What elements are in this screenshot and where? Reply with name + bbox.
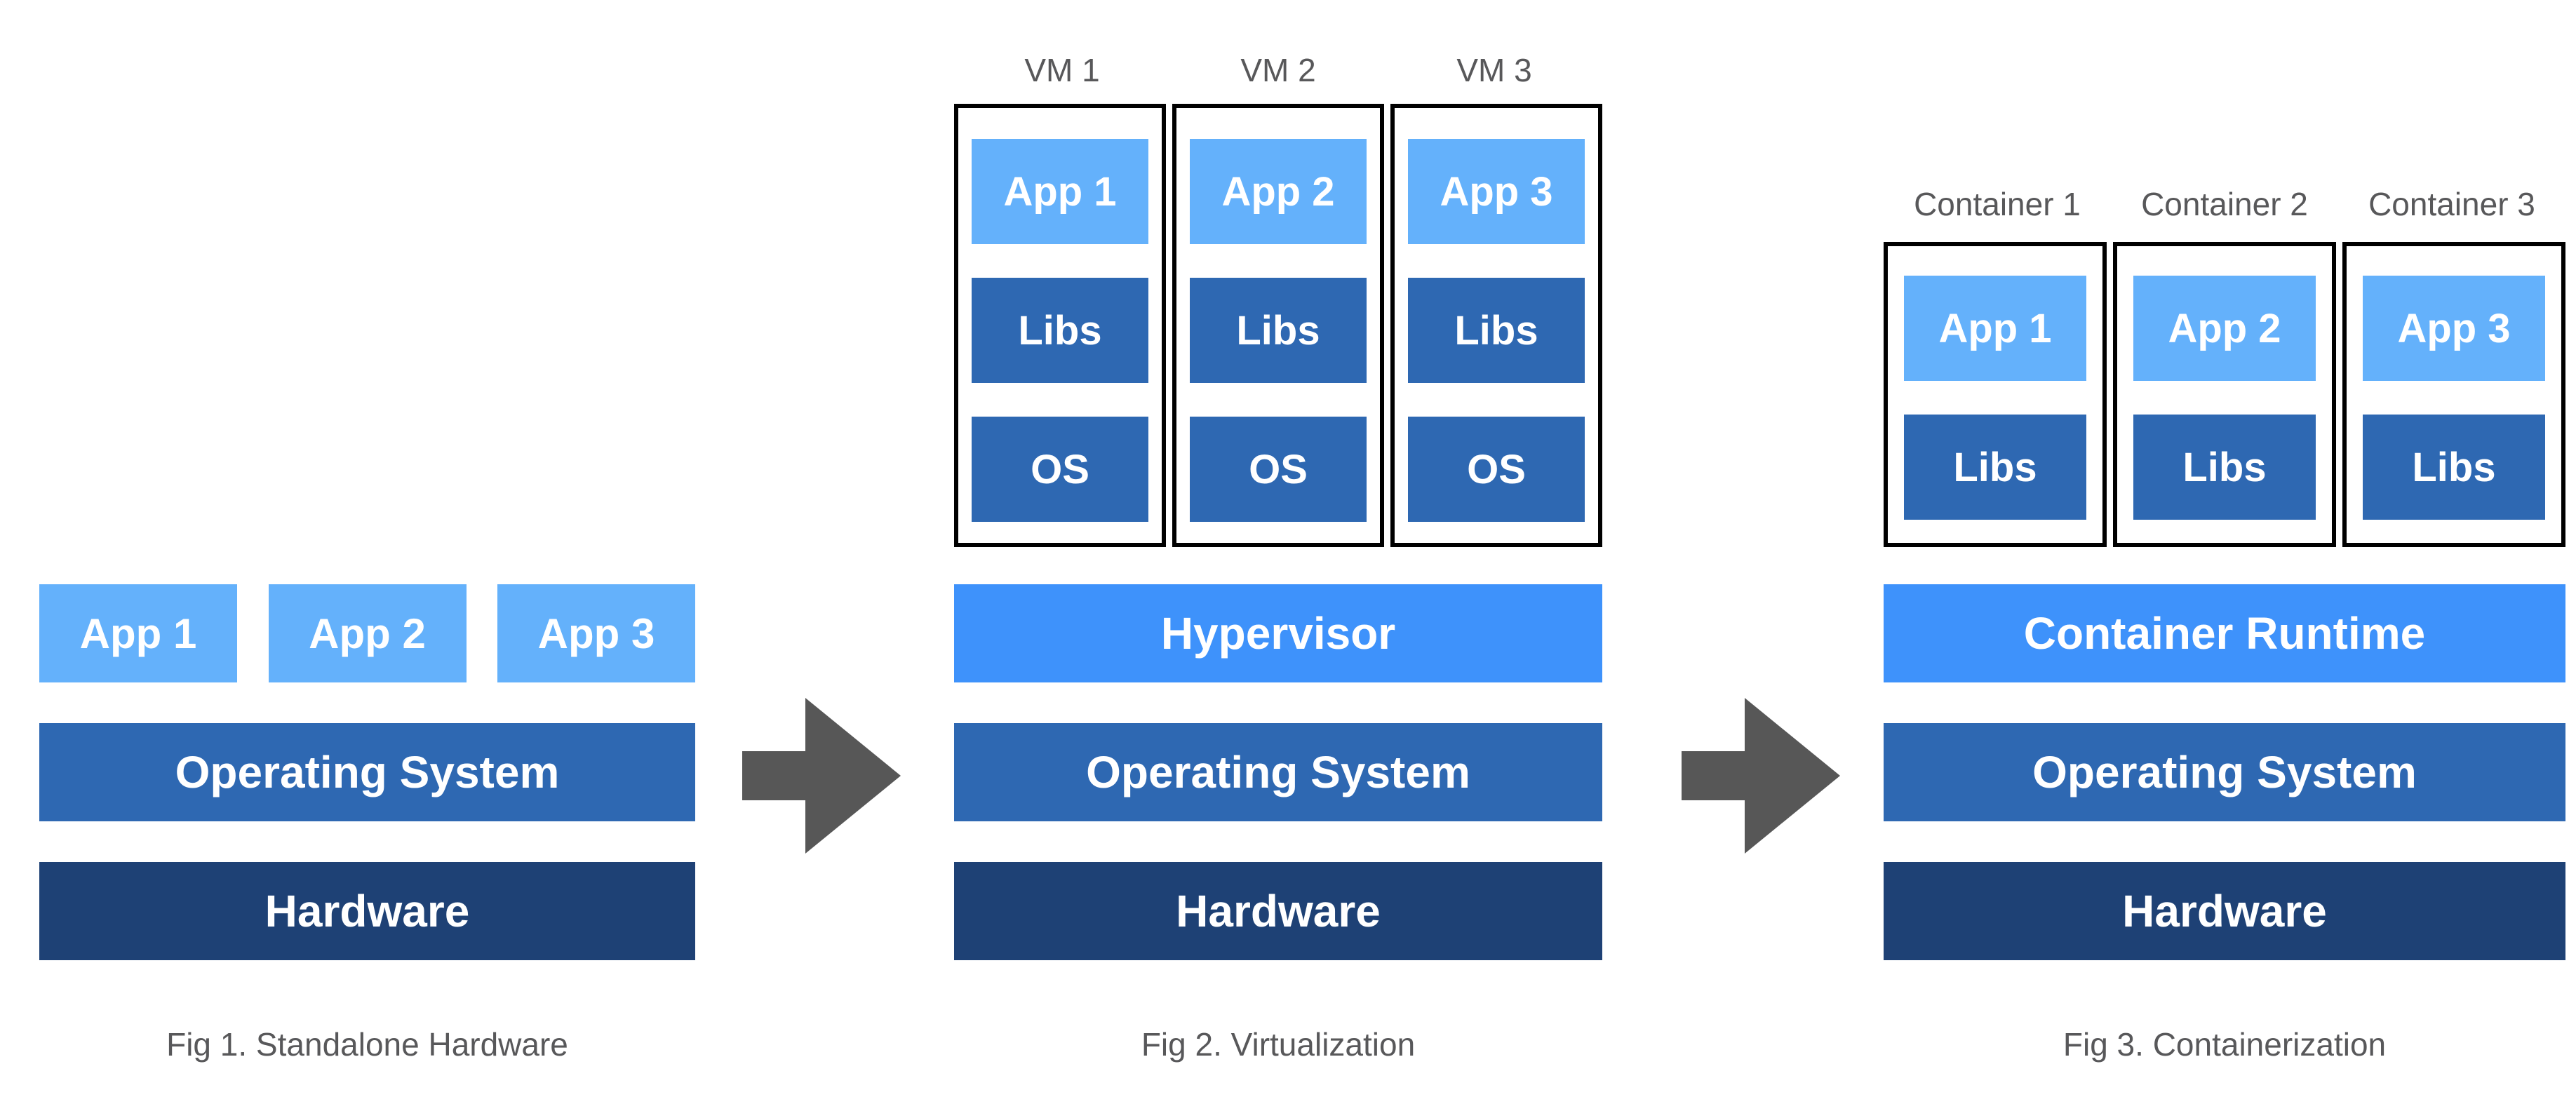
vm2-label: VM 2 bbox=[1240, 52, 1316, 88]
fig3-operating-system-layer: Operating System bbox=[1884, 723, 2565, 821]
container3-app-box: App 3 bbox=[2363, 276, 2545, 381]
vm1-libs-box: Libs bbox=[972, 278, 1148, 383]
vm1-os-box: OS bbox=[972, 417, 1148, 522]
fig1-caption: Fig 1. Standalone Hardware bbox=[166, 1026, 568, 1063]
right-arrow-icon bbox=[742, 751, 805, 800]
fig1-app1-box: App 1 bbox=[39, 584, 237, 682]
fig1-apps-row: App 1 App 2 App 3 bbox=[39, 584, 695, 682]
container1-app-box: App 1 bbox=[1904, 276, 2086, 381]
fig3-container-runtime-layer: Container Runtime bbox=[1884, 584, 2565, 682]
right-arrow-icon bbox=[1682, 751, 1745, 800]
vm2-os-box: OS bbox=[1190, 417, 1367, 522]
vm3-libs-box: Libs bbox=[1408, 278, 1585, 383]
vm1-app-box: App 1 bbox=[972, 139, 1148, 244]
fig3-container-labels-row: Container 1 Container 2 Container 3 bbox=[1884, 184, 2565, 224]
fig1-app3-box: App 3 bbox=[497, 584, 695, 682]
container2-app-box: App 2 bbox=[2133, 276, 2316, 381]
vm2-libs-box: Libs bbox=[1190, 278, 1367, 383]
fig1-hardware-layer: Hardware bbox=[39, 862, 695, 960]
fig2-hardware-layer: Hardware bbox=[954, 862, 1602, 960]
container3-libs-box: Libs bbox=[2363, 415, 2545, 520]
fig2-hypervisor-layer: Hypervisor bbox=[954, 584, 1602, 682]
vm1-label: VM 1 bbox=[1024, 52, 1100, 88]
fig3-caption: Fig 3. Containerization bbox=[2062, 1026, 2387, 1063]
container2-label: Container 2 bbox=[2141, 186, 2308, 222]
fig1-operating-system-layer: Operating System bbox=[39, 723, 695, 821]
fig2-operating-system-layer: Operating System bbox=[954, 723, 1602, 821]
fig2-vm-labels-row: VM 1 VM 2 VM 3 bbox=[954, 49, 1602, 91]
vm2-box: App 2 Libs OS bbox=[1172, 104, 1384, 547]
right-arrow-head-icon bbox=[805, 698, 901, 854]
fig1-app2-box: App 2 bbox=[268, 584, 467, 682]
container3-label: Container 3 bbox=[2368, 186, 2535, 222]
vm1-box: App 1 Libs OS bbox=[954, 104, 1166, 547]
vm3-os-box: OS bbox=[1408, 417, 1585, 522]
container2-libs-box: Libs bbox=[2133, 415, 2316, 520]
container2-box: App 2 Libs bbox=[2113, 242, 2336, 547]
right-arrow-head-icon bbox=[1745, 698, 1840, 854]
fig2-vm-row: App 1 Libs OS App 2 Libs OS App 3 Libs O… bbox=[954, 104, 1602, 547]
container1-box: App 1 Libs bbox=[1884, 242, 2107, 547]
container3-box: App 3 Libs bbox=[2342, 242, 2565, 547]
fig3-hardware-layer: Hardware bbox=[1884, 862, 2565, 960]
vm3-box: App 3 Libs OS bbox=[1390, 104, 1602, 547]
vm3-app-box: App 3 bbox=[1408, 139, 1585, 244]
fig2-caption: Fig 2. Virtualization bbox=[1141, 1026, 1416, 1063]
vm3-label: VM 3 bbox=[1456, 52, 1532, 88]
vm2-app-box: App 2 bbox=[1190, 139, 1367, 244]
fig3-container-row: App 1 Libs App 2 Libs App 3 Libs bbox=[1884, 242, 2565, 547]
container1-libs-box: Libs bbox=[1904, 415, 2086, 520]
container1-label: Container 1 bbox=[1914, 186, 2081, 222]
